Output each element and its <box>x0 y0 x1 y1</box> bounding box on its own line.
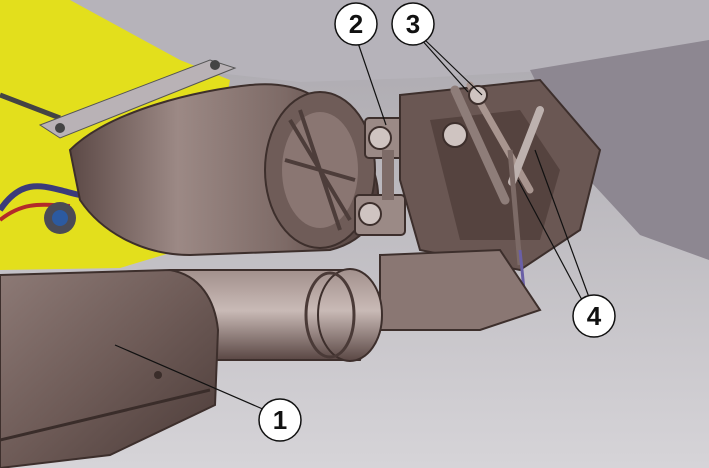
leader-4a <box>517 179 583 301</box>
callout-4: 4 <box>572 294 616 338</box>
bolt-lower <box>358 202 382 226</box>
pipe-joint-ring <box>304 271 356 359</box>
support-lever-a <box>508 106 544 186</box>
underbody-panel <box>60 0 709 82</box>
callout-1: 1 <box>258 398 302 442</box>
leader-3b <box>424 39 483 96</box>
pipe-joint <box>317 268 383 362</box>
sensor-cable <box>0 92 61 121</box>
callout-3: 3 <box>391 2 435 46</box>
muffler <box>0 268 220 468</box>
connector-plug-inner <box>52 210 68 226</box>
leader-3a <box>419 37 469 93</box>
leader-4b <box>534 149 591 301</box>
strap-bolt-right <box>210 60 220 70</box>
callout-1-label: 1 <box>273 405 287 435</box>
strap-bolt-left <box>55 123 65 133</box>
leader-lines <box>114 37 591 411</box>
muffler-edge <box>0 388 211 442</box>
linkage-rod-a <box>450 85 510 205</box>
callout-2-label: 2 <box>349 9 363 39</box>
bolt-upper <box>368 126 392 150</box>
support-lever-b <box>507 149 523 266</box>
bracket-link <box>382 150 394 200</box>
callout-4-label: 4 <box>587 301 602 331</box>
linkage-joint-upper <box>468 85 488 105</box>
flange-ribs <box>284 109 356 231</box>
linkage-joint <box>442 122 468 148</box>
leader-2 <box>356 39 387 126</box>
side-panel <box>530 40 709 260</box>
callout-3-label: 3 <box>406 9 420 39</box>
callout-2: 2 <box>334 2 378 46</box>
leader-1 <box>114 344 266 411</box>
muffler-rivet <box>154 371 162 379</box>
hanger-strap <box>38 59 237 139</box>
